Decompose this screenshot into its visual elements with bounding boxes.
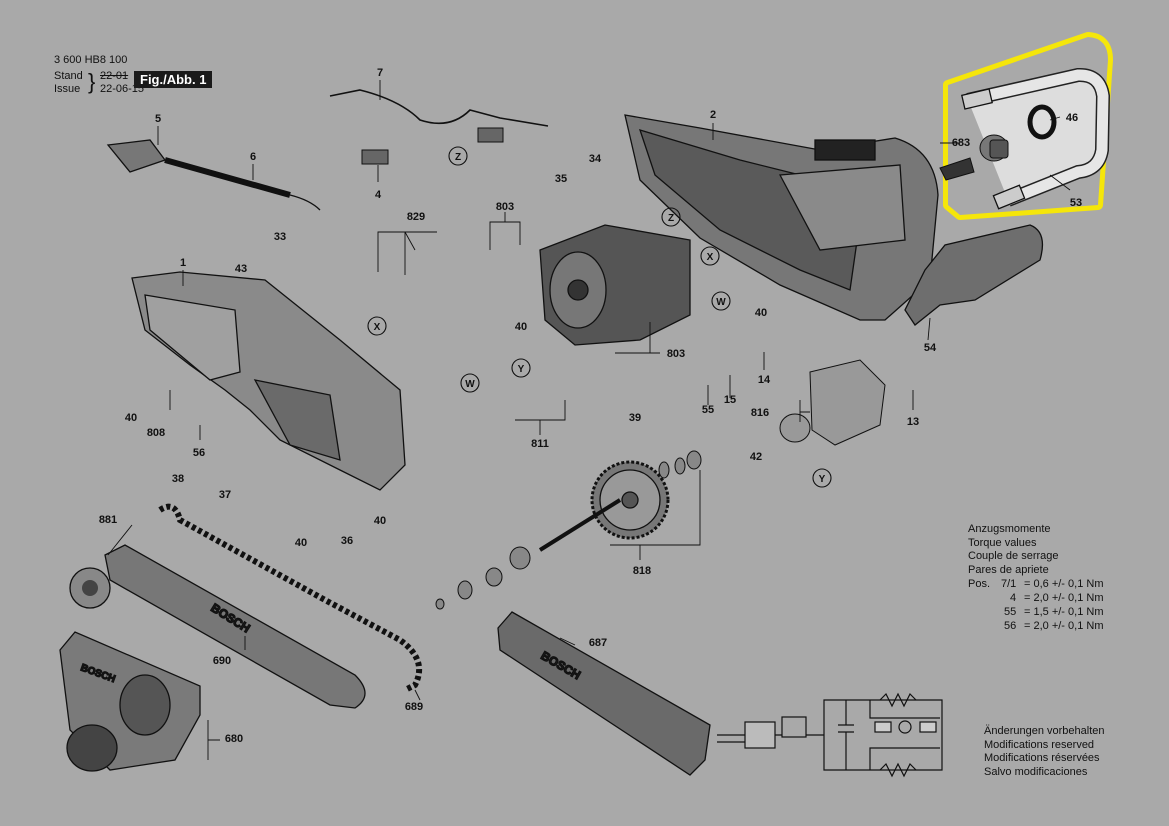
marker-w-2: W [716,297,726,308]
callout-53: 53 [1070,197,1082,209]
callout-42: 42 [750,451,762,463]
circuit-diagram [717,692,943,778]
callout-40-c: 40 [755,307,767,319]
callout-55: 55 [702,404,714,416]
callout-43: 43 [235,263,247,275]
callout-40-a: 40 [125,412,137,424]
marker-z-2: Z [668,213,674,224]
callout-46: 46 [1066,112,1078,124]
modifications-de: Änderungen vorbehalten [984,725,1105,737]
modifications-en: Modifications reserved [984,738,1095,751]
torque-row-value: = 1,5 +/- 0,1 Nm [1024,606,1104,618]
callout-40-d: 40 [374,515,386,527]
modifications-es: Salvo modificaciones [984,766,1088,779]
callout-15: 15 [724,394,736,406]
callout-37: 37 [219,489,231,501]
torque-title-block: Anzugsmomente Torque values Couple de se… [968,523,1059,578]
callout-2: 2 [710,109,716,121]
callout-14: 14 [758,374,771,386]
callout-816: 816 [751,407,769,419]
callout-6: 6 [250,151,256,163]
callout-39: 39 [629,412,641,424]
main-housing-drawing [624,114,939,321]
torque-row-pos: 4 [1010,592,1017,604]
callout-808: 808 [147,427,165,439]
marker-x-2: X [374,322,381,333]
guide-bar-drawing: BOSCH [104,544,366,709]
gear-drawing [538,460,670,552]
callout-829: 829 [407,211,425,223]
torque-title-en: Torque values [968,536,1037,549]
callout-881: 881 [99,514,117,526]
scabbard-drawing: BOSCH [497,611,711,776]
callout-38: 38 [172,473,184,485]
callout-labels: 1 2 4 5 6 7 13 14 15 33 34 35 36 37 38 3… [99,67,1082,745]
part-number: 3 600 HB8 100 [54,54,128,66]
modifications-fr: Modifications réservées [984,752,1100,765]
callout-1: 1 [180,257,186,269]
torque-row-value: = 0,6 +/- 0,1 Nm [1024,578,1104,590]
callout-803-a: 803 [667,348,685,360]
brace: } [88,69,96,94]
old-date: 22-01 [100,70,129,82]
marker-z-1: Z [455,152,461,163]
marker-w-1: W [465,379,475,390]
callout-5: 5 [155,113,161,125]
callout-689: 689 [405,701,423,713]
torque-title-de: Anzugsmomente [968,523,1051,535]
callout-40-b: 40 [515,321,527,333]
callout-34: 34 [589,153,602,165]
stand-label: Stand [54,70,83,82]
callout-36: 36 [341,535,353,547]
torque-row-value: = 2,0 +/- 0,1 Nm [1024,620,1104,632]
torque-row-value: = 2,0 +/- 0,1 Nm [1024,592,1104,604]
callout-13: 13 [907,416,919,428]
connector-markers [367,146,832,488]
callout-56: 56 [193,447,205,459]
callout-811: 811 [531,438,549,450]
callout-687: 687 [589,637,607,649]
callout-680: 680 [225,733,243,745]
figure-label: Fig./Abb. 1 [134,71,213,88]
callout-40-e: 40 [295,537,307,549]
callout-818: 818 [633,565,651,577]
callout-33: 33 [274,231,286,243]
marker-y-1: Y [518,364,525,375]
torque-title-es: Pares de apriete [968,564,1049,577]
rear-handle-drawing [904,224,1044,326]
callout-690: 690 [213,655,231,667]
callout-803-b: 803 [496,201,514,213]
left-housing-drawing [131,271,406,491]
callout-4: 4 [375,189,382,201]
torque-row-pos: 55 [1004,606,1017,618]
torque-pos-label: Pos. [968,578,991,590]
marker-x-1: X [707,252,714,263]
callout-683: 683 [952,137,970,149]
sprocket-cover-drawing: BOSCH [59,631,201,772]
callout-35: 35 [555,173,567,185]
issue-label: Issue [54,83,81,95]
modifications-note: Änderungen vorbehalten Modifications res… [984,725,1104,780]
motor-drawing [539,224,691,346]
callout-7: 7 [377,67,383,79]
callout-54: 54 [924,342,937,354]
torque-row-pos: 7/1 [1001,578,1017,590]
torque-row-pos: 56 [1004,620,1017,632]
marker-y-2: Y [819,474,826,485]
new-date: 22-06-15 [100,83,145,95]
chain-drawing [158,503,422,693]
torque-title-fr: Couple de serrage [968,550,1059,563]
